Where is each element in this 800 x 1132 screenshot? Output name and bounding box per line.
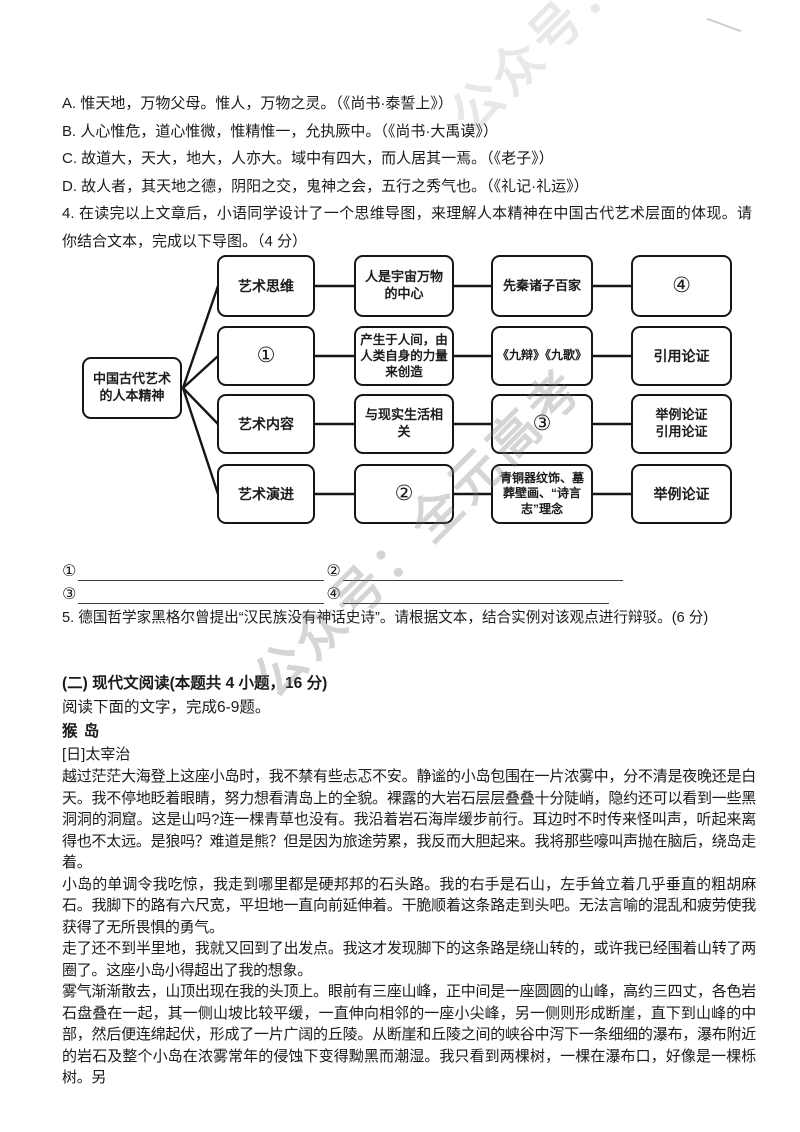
- blank-label-4: ④: [326, 586, 341, 603]
- diagram-box-art-thinking: 艺术思维: [217, 255, 315, 317]
- passage-paragraph-2: 小岛的单调令我吃惊，我走到哪里都是硬邦邦的石头路。我的右手是石山，左手耸立着几乎…: [62, 875, 756, 936]
- diagram-box-human-center: 人是宇宙万物的中心: [354, 255, 454, 317]
- blank-label-3: ③: [62, 586, 77, 603]
- passage-author: [日]太宰治: [62, 746, 131, 763]
- diagram-box-blank-2: ②: [354, 464, 454, 524]
- option-a: A. 惟天地，万物父母。惟人，万物之灵。（《尚书·泰誓上》）: [62, 95, 453, 112]
- answer-blanks: ① ② ③ ④: [62, 558, 642, 604]
- blank-label-1: ①: [62, 563, 77, 580]
- diagram-box-real-life: 与现实生活相关: [354, 394, 454, 454]
- diagram-root-box: 中国古代艺术的人本精神: [82, 357, 182, 419]
- section-instruction: 阅读下面的文字，完成6-9题。: [62, 699, 271, 716]
- option-b: B. 人心惟危，道心惟微，惟精惟一，允执厥中。（《尚书·大禹谟》）: [62, 122, 498, 140]
- diagram-box-art-evolution: 艺术演进: [217, 464, 315, 524]
- blank-row-2: ③ ④: [62, 581, 642, 604]
- diagram-box-citation-argument: 引用论证: [631, 326, 732, 386]
- blank-row-1: ① ②: [62, 558, 642, 581]
- passage-title: 猴 岛: [62, 723, 101, 740]
- passage-paragraph-3: 走了还不到半里地，我就又回到了出发点。我这才发现脚下的这条路是绕山转的，或许我已…: [62, 940, 756, 979]
- option-d: D. 故人者，其天地之德，阴阳之交，鬼神之会，五行之秀气也。（《礼记·礼运》）: [62, 177, 589, 195]
- diagram-box-bronze-murals: 青铜器纹饰、墓葬壁画、“诗言志”理念: [491, 464, 593, 524]
- answer-line-3[interactable]: [78, 586, 325, 604]
- diagram-box-blank-4: ④: [631, 255, 732, 317]
- answer-line-1[interactable]: [78, 563, 325, 581]
- passage-paragraph-4: 雾气渐渐散去，山顶出现在我的头顶上。眼前有三座山峰，正中间是一座圆圆的山峰，高约…: [62, 983, 756, 1086]
- diagram-box-jiubian-jiuge: 《九辩》《九歌》: [491, 326, 593, 386]
- diagram-connector-lines: [181, 284, 632, 496]
- blank-label-2: ②: [326, 563, 341, 580]
- diagram-box-blank-1: ①: [217, 326, 315, 386]
- answer-line-2[interactable]: [342, 563, 623, 581]
- section-heading: (二) 现代文阅读(本题共 4 小题，16 分): [62, 675, 328, 692]
- question-4-text: 4. 在读完以上文章后，小语同学设计了一个思维导图，来理解人本精神在中国古代艺术…: [62, 205, 752, 250]
- question-5-text: 5. 德国哲学家黑格尔曾提出“汉民族没有神话史诗”。请根据文本，结合实例对该观点…: [62, 610, 709, 626]
- reading-section: (二) 现代文阅读(本题共 4 小题，16 分) 阅读下面的文字，完成6-9题。…: [62, 672, 756, 1089]
- diagram-box-born-of-humans: 产生于人间，由人类自身的力量来创造: [354, 326, 454, 386]
- option-c: C. 故道大，天大，地大，人亦大。域中有四大，而人居其一焉。（《老子》）: [62, 150, 554, 167]
- diagram-box-example-argument: 举例论证: [631, 464, 732, 524]
- answer-line-4[interactable]: [342, 586, 609, 604]
- diagram-box-example-citation-argument: 举例论证 引用论证: [631, 394, 732, 454]
- options-block: A. 惟天地，万物父母。惟人，万物之灵。（《尚书·泰誓上》） B. 人心惟危，道…: [62, 90, 752, 255]
- diagram-box-art-content: 艺术内容: [217, 394, 315, 454]
- diagram-box-blank-3: ③: [491, 394, 593, 454]
- diagram-box-pre-qin-schools: 先秦诸子百家: [491, 255, 593, 317]
- passage-paragraph-1: 越过茫茫大海登上这座小岛时，我不禁有些忐忑不安。静谧的小岛包围在一片浓雾中，分不…: [62, 768, 756, 871]
